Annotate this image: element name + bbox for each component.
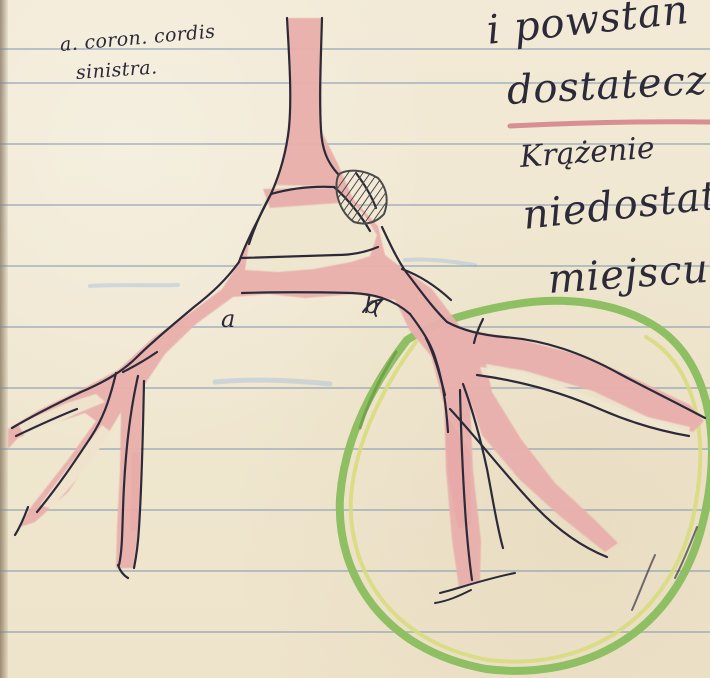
label-a: a bbox=[221, 307, 235, 331]
note-line-2: dostateczn bbox=[506, 59, 710, 111]
note-line-5: miejscu bbox=[547, 249, 710, 300]
underline-red-mark bbox=[510, 122, 710, 126]
label-b: b bbox=[364, 293, 379, 317]
